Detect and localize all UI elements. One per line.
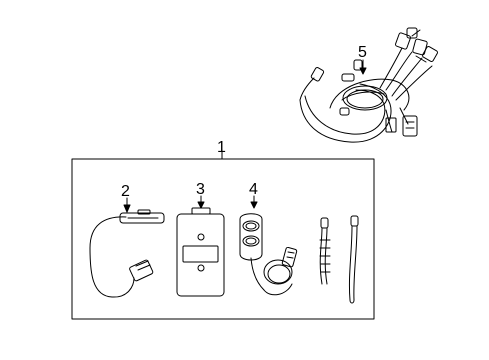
sensor-part-2: [89, 209, 165, 298]
kit-box-frame: [71, 158, 375, 320]
callout-2-arrowhead: [123, 204, 131, 213]
control-module-part-3: [176, 207, 225, 297]
callout-2-label: 2: [121, 183, 130, 200]
wire-lead-long: [348, 215, 359, 304]
callout-4-arrowhead: [250, 201, 258, 209]
callout-3-arrowhead: [197, 201, 205, 209]
wiring-harness-part-5: [299, 27, 438, 143]
callout-1-label: 1: [217, 139, 226, 156]
remote-control-part-4: [239, 213, 298, 296]
callout-5-label: 5: [358, 44, 367, 61]
callout-5-arrowhead: [359, 67, 367, 75]
callout-3-label: 3: [196, 181, 205, 198]
callout-4-label: 4: [249, 181, 258, 198]
wire-lead-small: [319, 217, 331, 285]
